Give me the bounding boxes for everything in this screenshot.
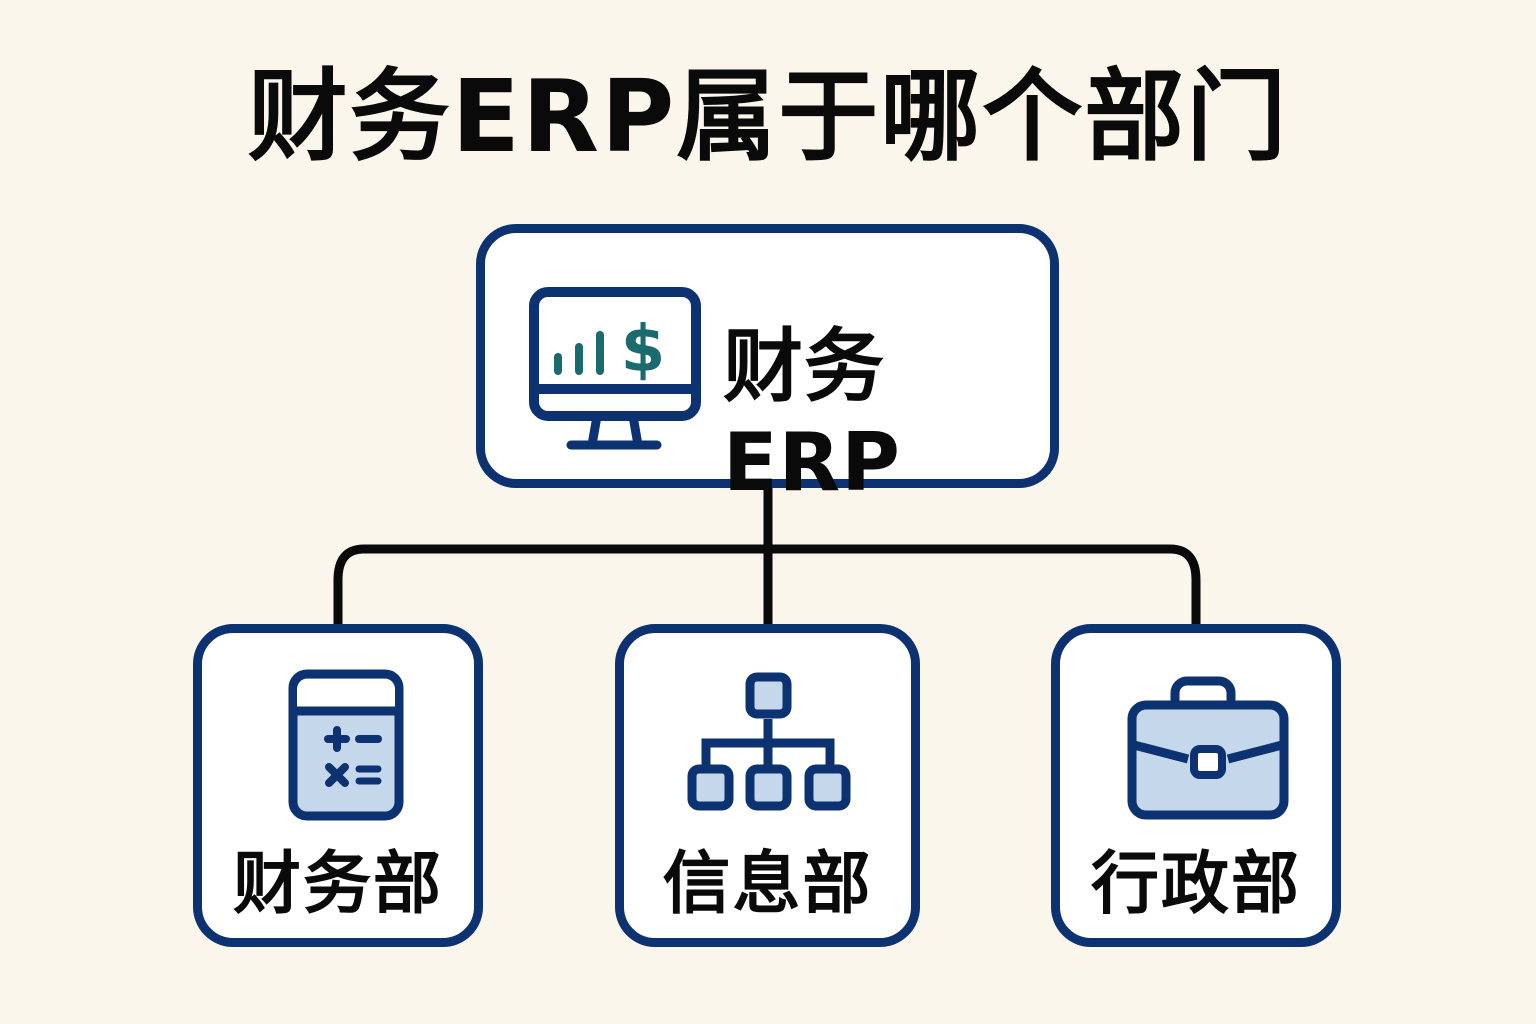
computer-finance-chart-icon: $ — [529, 287, 701, 450]
connector-branch-left — [333, 544, 768, 624]
department-label: 信息部 — [662, 845, 873, 924]
calculator-icon — [288, 669, 404, 821]
root-node-finance-erp: $ 财务ERP — [476, 224, 1059, 509]
department-node-admin: 行政部 — [1051, 624, 1341, 947]
org-chart-icon — [687, 672, 851, 811]
briefcase-icon — [1127, 676, 1289, 820]
department-label: 财务部 — [232, 845, 443, 924]
svg-text:$: $ — [621, 313, 666, 387]
department-node-info: 信息部 — [615, 624, 920, 947]
connector-branch-right — [768, 544, 1201, 624]
department-node-finance: 财务部 — [193, 624, 483, 947]
department-label: 行政部 — [1090, 845, 1301, 924]
root-node-label: 财务ERP — [723, 320, 901, 509]
page-title: 财务ERP属于哪个部门 — [247, 58, 1289, 175]
